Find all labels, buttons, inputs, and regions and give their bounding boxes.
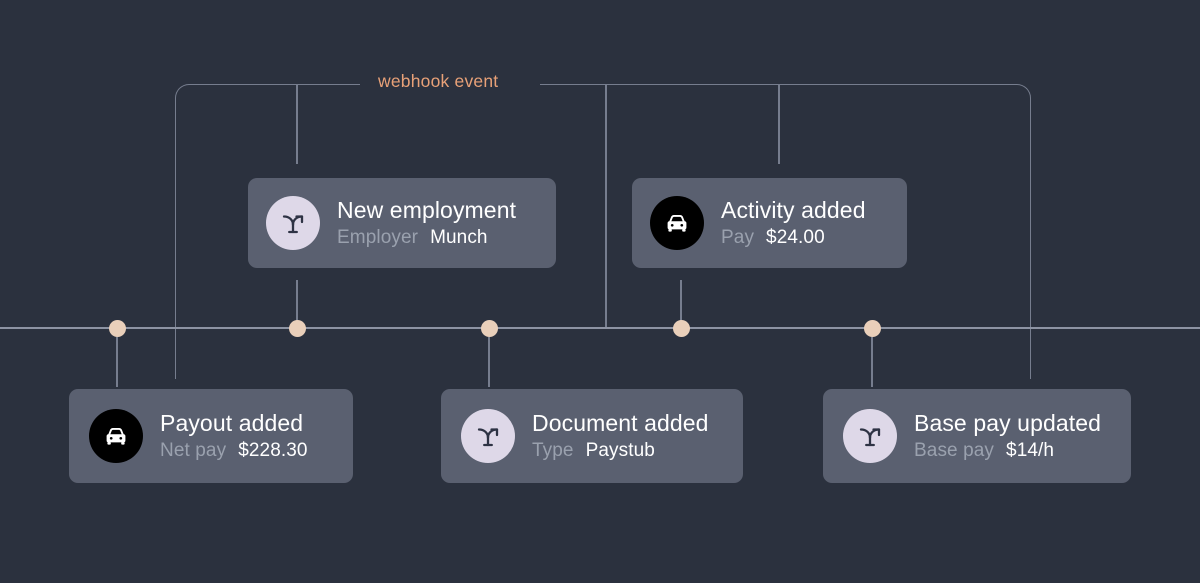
event-card-document-added[interactable]: Document added Type Paystub [441, 389, 743, 483]
timeline-dot-payout-added[interactable] [109, 320, 126, 337]
connector-activity-added [680, 280, 682, 326]
event-card-base-pay-updated[interactable]: Base pay updated Base pay $14/h [823, 389, 1131, 483]
bracket-divider-activity [778, 84, 780, 164]
event-card-new-employment[interactable]: New employment Employer Munch [248, 178, 556, 268]
connector-payout-added [116, 337, 118, 387]
card-title: Activity added [721, 197, 866, 224]
connector-new-employment [296, 280, 298, 326]
card-title: Base pay updated [914, 410, 1102, 437]
card-sub-value: Paystub [585, 439, 655, 461]
bracket-label-mask [360, 76, 540, 92]
card-subtitle: Base pay $14/h [914, 440, 1101, 462]
card-subtitle: Type Paystub [532, 440, 709, 462]
card-sub-label: Net pay [160, 439, 227, 461]
timeline-dot-base-pay-updated[interactable] [864, 320, 881, 337]
card-sub-value: $14/h [1006, 439, 1055, 461]
timeline-dot-activity-added[interactable] [673, 320, 690, 337]
bracket-divider-right [605, 84, 607, 327]
timeline-dot-new-employment[interactable] [289, 320, 306, 337]
card-subtitle: Net pay $228.30 [160, 440, 308, 462]
branch-arrow-icon [266, 196, 320, 250]
card-sub-label: Employer [337, 226, 419, 248]
card-subtitle: Employer Munch [337, 227, 516, 249]
card-sub-label: Base pay [914, 439, 995, 461]
webhook-event-label: webhook event [378, 71, 499, 91]
branch-arrow-icon [461, 409, 515, 463]
car-icon [650, 196, 704, 250]
card-sub-label: Type [532, 439, 574, 461]
connector-document-added [488, 337, 490, 387]
car-icon [89, 409, 143, 463]
card-title: New employment [337, 197, 517, 224]
card-sub-value: $24.00 [766, 226, 825, 248]
connector-base-pay-updated [871, 337, 873, 387]
card-sub-label: Pay [721, 226, 755, 248]
event-card-activity-added[interactable]: Activity added Pay $24.00 [632, 178, 907, 268]
card-sub-value: Munch [430, 226, 488, 248]
event-card-payout-added[interactable]: Payout added Net pay $228.30 [69, 389, 353, 483]
card-sub-value: $228.30 [238, 439, 308, 461]
timeline-dot-document-added[interactable] [481, 320, 498, 337]
card-title: Document added [532, 410, 709, 437]
bracket-divider-left [296, 84, 298, 164]
card-subtitle: Pay $24.00 [721, 227, 866, 249]
timeline-axis [0, 327, 1200, 329]
card-title: Payout added [160, 410, 304, 437]
branch-arrow-icon [843, 409, 897, 463]
